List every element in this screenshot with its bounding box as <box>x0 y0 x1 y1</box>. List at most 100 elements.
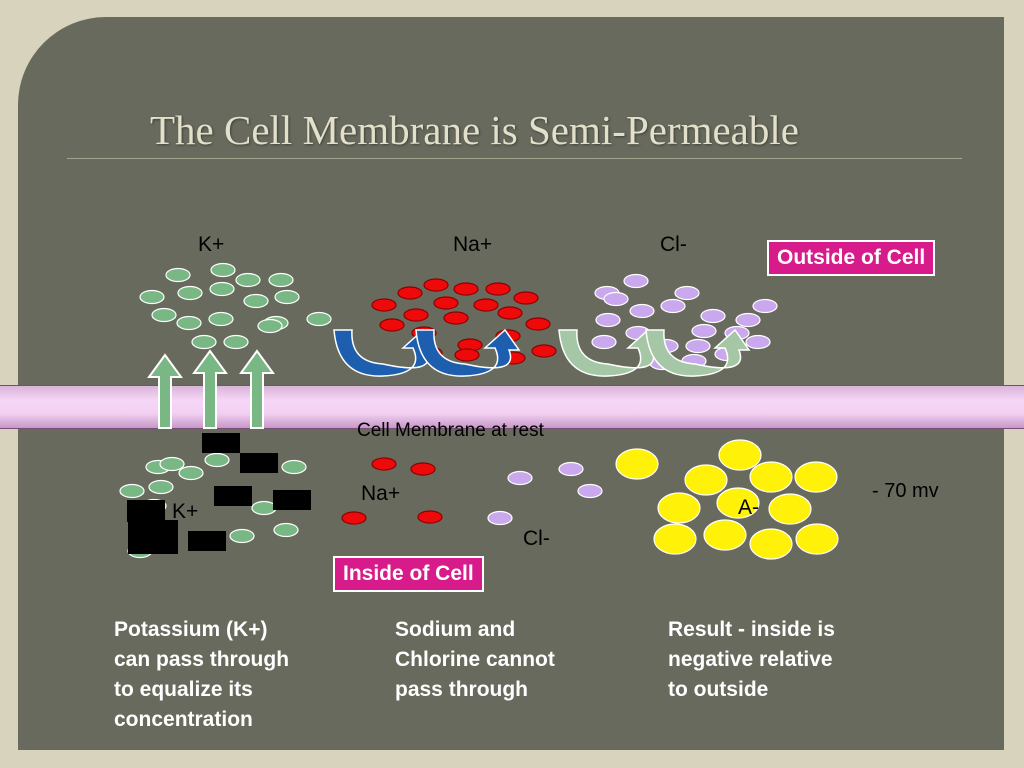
potassium-ion <box>274 289 300 305</box>
potassium-channel <box>128 520 178 554</box>
chloride-ion <box>603 291 629 307</box>
chloride-ion <box>595 312 621 328</box>
up-arrow-icon <box>192 349 228 429</box>
potassium-channel <box>202 433 240 453</box>
potassium-ion <box>151 307 177 323</box>
sodium-ion <box>497 306 523 320</box>
potassium-channels <box>127 433 311 554</box>
anion <box>718 439 762 471</box>
potassium-channel <box>214 486 252 506</box>
chloride-ions-inside <box>487 461 603 526</box>
potassium-ion <box>204 452 230 468</box>
anion <box>615 448 659 480</box>
potassium-ion <box>209 281 235 297</box>
sodium-ion <box>485 282 511 296</box>
anion <box>749 528 793 560</box>
sodium-ion <box>397 286 423 300</box>
outside-of-cell-label: Outside of Cell <box>767 240 936 276</box>
potassium-ion <box>176 315 202 331</box>
anion-label: A- <box>738 496 759 519</box>
sodium-ion <box>473 298 499 312</box>
sodium-ion <box>371 298 397 312</box>
anion <box>768 493 812 525</box>
anion <box>703 519 747 551</box>
anions-inside <box>615 439 839 560</box>
chloride-ion <box>674 285 700 301</box>
inside-of-cell-label: Inside of Cell <box>333 556 484 592</box>
anion <box>749 461 793 493</box>
potassium-ion <box>148 479 174 495</box>
chloride-ion <box>507 470 533 486</box>
u-turn-arrow-icon <box>645 328 751 377</box>
potassium-ion <box>165 267 191 283</box>
sodium-ion <box>443 311 469 325</box>
chloride-ion <box>752 298 778 314</box>
result-description-line: to outside <box>668 678 769 701</box>
anion <box>684 464 728 496</box>
title-divider <box>67 158 962 159</box>
potassium-ion <box>223 334 249 350</box>
slide-background <box>18 17 1004 750</box>
potassium-description-line: concentration <box>114 708 253 731</box>
result-description-line: Result - inside is <box>668 618 835 641</box>
potassium-ion <box>306 311 332 327</box>
sodium-ion <box>371 457 397 471</box>
potassium-description-line: can pass through <box>114 648 290 671</box>
potassium-description: Potassium (K+) can pass through to equal… <box>114 615 289 735</box>
potassium-channel <box>240 453 278 473</box>
potassium-channel <box>273 490 311 510</box>
potassium-ion <box>229 528 255 544</box>
na-outside-label: Na+ <box>453 233 493 256</box>
u-turn-arrow-icon <box>415 328 521 377</box>
potassium-description-line: to equalize its <box>114 678 253 701</box>
chloride-ion <box>623 273 649 289</box>
sodium-ions-outside <box>371 278 557 365</box>
potassium-ions-outside <box>139 262 332 350</box>
anion <box>716 487 760 519</box>
potassium-ion <box>257 318 283 334</box>
sodium-description-line: Chlorine cannot <box>395 648 555 671</box>
potassium-ion <box>235 272 261 288</box>
chloride-ion <box>629 303 655 319</box>
potassium-ion <box>178 465 204 481</box>
resting-potential-label: - 70 mv <box>872 480 939 502</box>
chloride-ion <box>558 461 584 477</box>
chloride-ion <box>700 308 726 324</box>
potassium-ion <box>210 262 236 278</box>
chloride-ion <box>691 323 717 339</box>
chloride-ion <box>577 483 603 499</box>
up-arrow-icon <box>147 353 183 429</box>
potassium-ion <box>191 334 217 350</box>
potassium-ion <box>177 285 203 301</box>
sodium-ion <box>423 278 449 292</box>
chloride-ion <box>745 334 771 350</box>
potassium-description-line: Potassium (K+) <box>114 618 268 641</box>
result-description-line: negative relative <box>668 648 833 671</box>
potassium-ion <box>243 293 269 309</box>
sodium-ion <box>341 511 367 525</box>
chloride-ion <box>685 338 711 354</box>
sodium-ion <box>417 510 443 524</box>
potassium-ion <box>119 483 145 499</box>
potassium-ion <box>159 456 185 472</box>
potassium-channel <box>127 500 165 522</box>
anion <box>795 523 839 555</box>
sodium-ion <box>525 317 551 331</box>
sodium-ion <box>403 308 429 322</box>
potassium-ion <box>268 272 294 288</box>
sodium-description-line: pass through <box>395 678 529 701</box>
na-inside-label: Na+ <box>361 482 401 505</box>
sodium-ion <box>513 291 539 305</box>
anion <box>794 461 838 493</box>
anion <box>657 492 701 524</box>
chloride-ion <box>660 298 686 314</box>
sodium-ion <box>379 318 405 332</box>
k-inside-label: K+ <box>172 500 199 523</box>
potassium-ion <box>281 459 307 475</box>
slide-title: The Cell Membrane is Semi-Permeable <box>150 107 799 153</box>
potassium-ion <box>251 500 277 516</box>
ion-flow-arrows <box>147 328 751 429</box>
sodium-ion <box>454 348 480 362</box>
k-outside-label: K+ <box>198 233 225 256</box>
